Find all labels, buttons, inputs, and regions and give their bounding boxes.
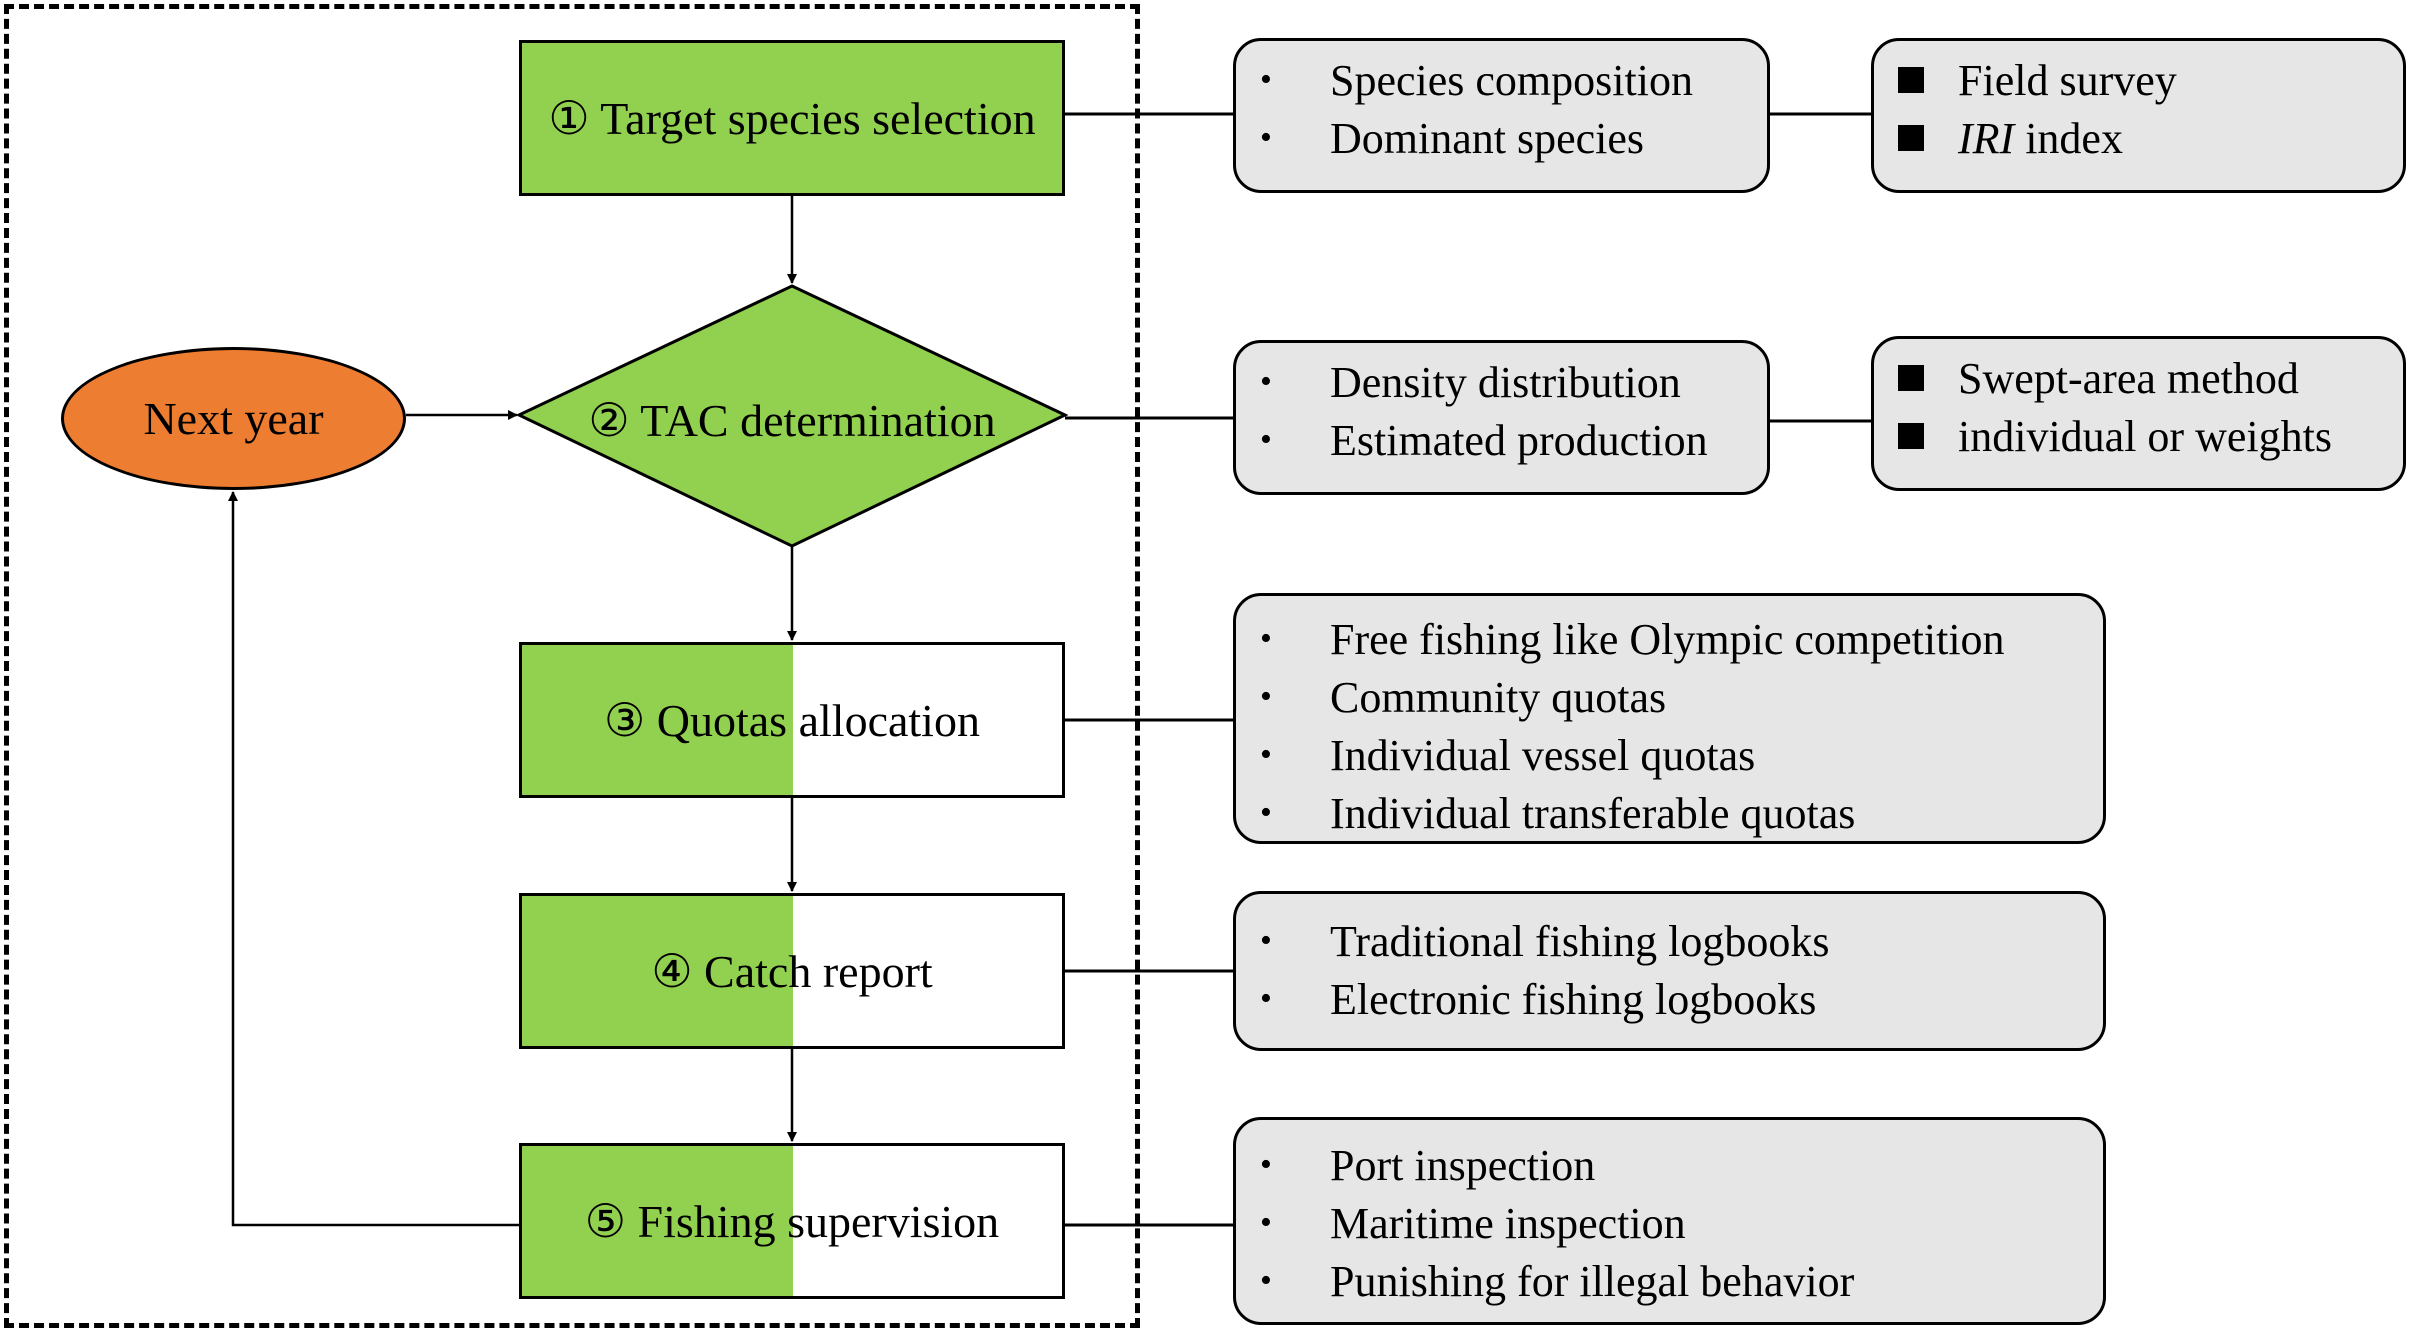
bullet-icon: • — [1260, 922, 1272, 959]
list-item: •Free fishing like Olympic competition — [1260, 614, 2005, 664]
arrow-supervision-to-nextyear — [228, 491, 519, 1227]
panel-inspection: •Port inspection •Maritime inspection •P… — [1233, 1117, 2106, 1325]
list-item: •Community quotas — [1260, 672, 1667, 722]
list-item: •Punishing for illegal behavior — [1260, 1256, 1855, 1306]
list-item: •Individual transferable quotas — [1260, 788, 1856, 838]
list-item: •Density distribution — [1260, 357, 1681, 407]
panel-species: •Species composition •Dominant species — [1233, 38, 1770, 193]
square-bullet-icon — [1898, 423, 1924, 449]
bullet-icon: • — [1260, 1146, 1272, 1183]
step-label: ⑤ Fishing supervision — [584, 1196, 1000, 1247]
panel-survey-methods: Field survey IRI index — [1871, 38, 2406, 193]
list-item: •Estimated production — [1260, 415, 1708, 465]
bullet-icon: • — [1260, 421, 1272, 458]
bullet-icon: • — [1260, 736, 1272, 773]
bullet-icon: • — [1260, 1204, 1272, 1241]
step-label: ② TAC determination — [588, 395, 996, 446]
square-bullet-icon — [1898, 67, 1924, 93]
list-item: Swept-area method — [1898, 349, 2403, 407]
step-label: ① Target species selection — [548, 93, 1036, 144]
list-item: individual or weights — [1898, 407, 2403, 465]
step-quotas-allocation: ③ Quotas allocation — [519, 642, 1065, 798]
panel-quotas: •Free fishing like Olympic competition •… — [1233, 593, 2106, 844]
iri-abbrev: IRI — [1958, 113, 2015, 163]
list-item: •Individual vessel quotas — [1260, 730, 1756, 780]
square-bullet-icon — [1898, 365, 1924, 391]
next-year-label: Next year — [143, 393, 324, 444]
list-item: IRI index — [1898, 109, 2403, 167]
list-item: •Port inspection — [1260, 1140, 1596, 1190]
bullet-icon: • — [1260, 363, 1272, 400]
process-frame — [4, 4, 1140, 1328]
list-item: •Traditional fishing logbooks — [1260, 916, 1830, 966]
list-item: •Species composition — [1260, 55, 1693, 105]
panel-estimation-methods: Swept-area method individual or weights — [1871, 336, 2406, 491]
tac-diamond — [515, 284, 1069, 548]
bullet-icon: • — [1260, 678, 1272, 715]
list-item: •Maritime inspection — [1260, 1198, 1686, 1248]
step-target-species-selection: ① Target species selection — [519, 40, 1065, 196]
step-label: ③ Quotas allocation — [604, 695, 980, 746]
step-catch-report: ④ Catch report — [519, 893, 1065, 1049]
step-fishing-supervision: ⑤ Fishing supervision — [519, 1143, 1065, 1299]
bullet-icon: • — [1260, 794, 1272, 831]
bullet-icon: • — [1260, 61, 1272, 98]
step-label: ④ Catch report — [651, 946, 933, 997]
bullet-icon: • — [1260, 1262, 1272, 1299]
bullet-icon: • — [1260, 620, 1272, 657]
list-item: Field survey — [1898, 51, 2403, 109]
bullet-icon: • — [1260, 980, 1272, 1017]
step-tac-determination: ② TAC determination — [519, 380, 1065, 460]
panel-logbooks: •Traditional fishing logbooks •Electroni… — [1233, 891, 2106, 1051]
panel-density: •Density distribution •Estimated product… — [1233, 340, 1770, 495]
list-item: •Dominant species — [1260, 113, 1645, 163]
list-item: •Electronic fishing logbooks — [1260, 974, 1817, 1024]
bullet-icon: • — [1260, 119, 1272, 156]
next-year-node: Next year — [61, 347, 406, 490]
square-bullet-icon — [1898, 125, 1924, 151]
